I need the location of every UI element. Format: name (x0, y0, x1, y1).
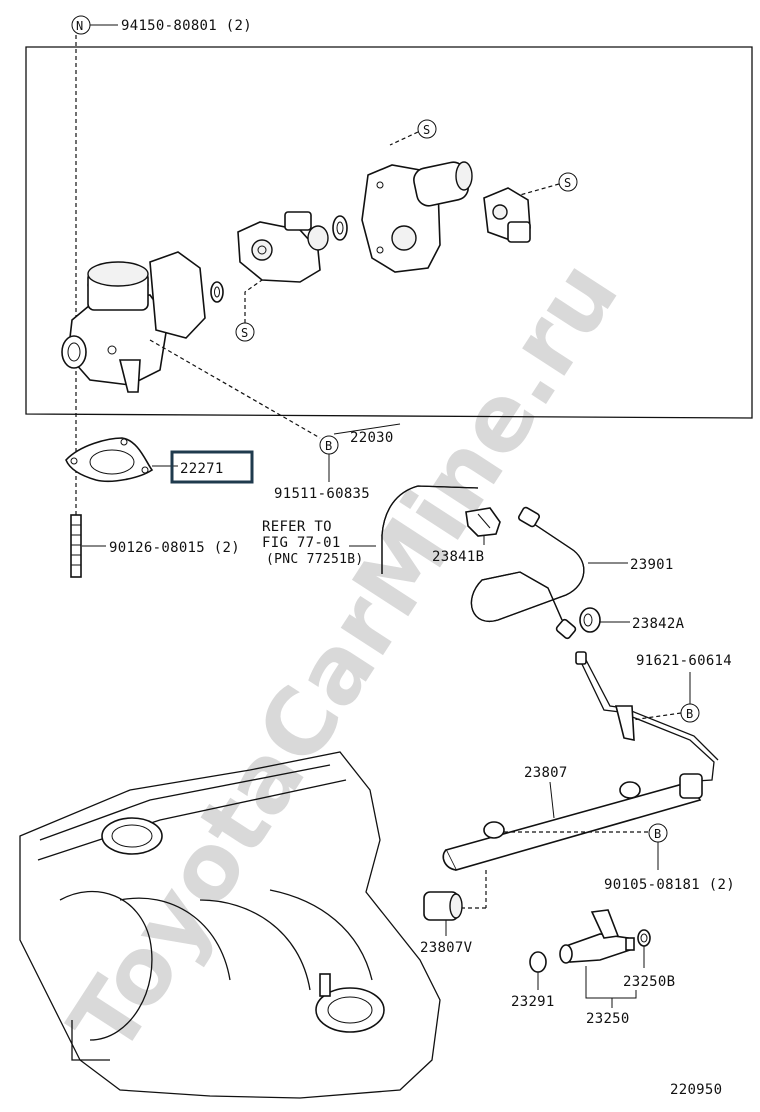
svg-text:N: N (76, 19, 84, 33)
svg-text:S: S (564, 176, 572, 190)
figure-code: 220950 (670, 1082, 722, 1098)
part-label-23250B[interactable]: 23250B (623, 974, 675, 990)
throttle-assembly-box (25, 46, 753, 419)
injector-o-ring (637, 929, 651, 947)
intake-manifold (19, 751, 441, 1099)
injector-grommet (529, 951, 547, 973)
hose-clamp (465, 507, 501, 537)
fuel-delivery-line (579, 659, 715, 783)
part-label-91621[interactable]: 91621-60614 (636, 653, 732, 669)
bolt-symbol: B (680, 703, 700, 723)
isc-gasket (332, 215, 348, 241)
part-label-90105[interactable]: 90105-08181 (2) (604, 877, 735, 893)
svg-text:B: B (686, 707, 694, 721)
sensor-symbol: S S S (235, 119, 578, 342)
assembly-label-22030[interactable]: 22030 (350, 430, 394, 446)
throttle-body (61, 251, 206, 393)
svg-text:B: B (325, 439, 333, 453)
insulator (423, 891, 463, 921)
part-label-23842A[interactable]: 23842A (632, 616, 685, 632)
fuel-injector (559, 909, 635, 964)
svg-text:B: B (654, 827, 662, 841)
refer-line-2: FIG 77-01 (262, 535, 341, 551)
highlight-box-22271 (170, 450, 254, 484)
part-label-94150[interactable]: 94150-80801 (2) (121, 18, 252, 34)
idle-speed-control-valve (237, 211, 329, 283)
new-part-symbol: N (71, 15, 91, 35)
svg-text:S: S (241, 326, 249, 340)
stud-bolt (70, 514, 82, 578)
bolt-symbol: B (648, 823, 668, 843)
part-label-23841B[interactable]: 23841B (432, 549, 484, 565)
fuel-pipe-clip (579, 607, 601, 633)
fuel-delivery-pipe (442, 773, 703, 871)
part-label-23901[interactable]: 23901 (630, 557, 674, 573)
refer-line-1: REFER TO (262, 519, 332, 535)
part-label-23807[interactable]: 23807 (524, 765, 568, 781)
part-label-23250[interactable]: 23250 (586, 1011, 630, 1027)
throttle-body-gasket (65, 437, 154, 483)
svg-text:S: S (423, 123, 431, 137)
part-label-23807V[interactable]: 23807V (420, 940, 473, 956)
refer-line-3: (PNC 77251B) (266, 552, 364, 567)
part-label-23291[interactable]: 23291 (511, 994, 555, 1010)
throttle-position-sensor (483, 187, 531, 243)
throttle-motor-actuator (361, 161, 473, 273)
bolt-symbol: B (319, 435, 339, 455)
part-label-90126[interactable]: 90126-08015 (2) (109, 540, 240, 556)
o-ring (210, 281, 224, 303)
part-label-22271[interactable]: 22271 (180, 461, 224, 477)
part-label-91511[interactable]: 91511-60835 (274, 486, 370, 502)
